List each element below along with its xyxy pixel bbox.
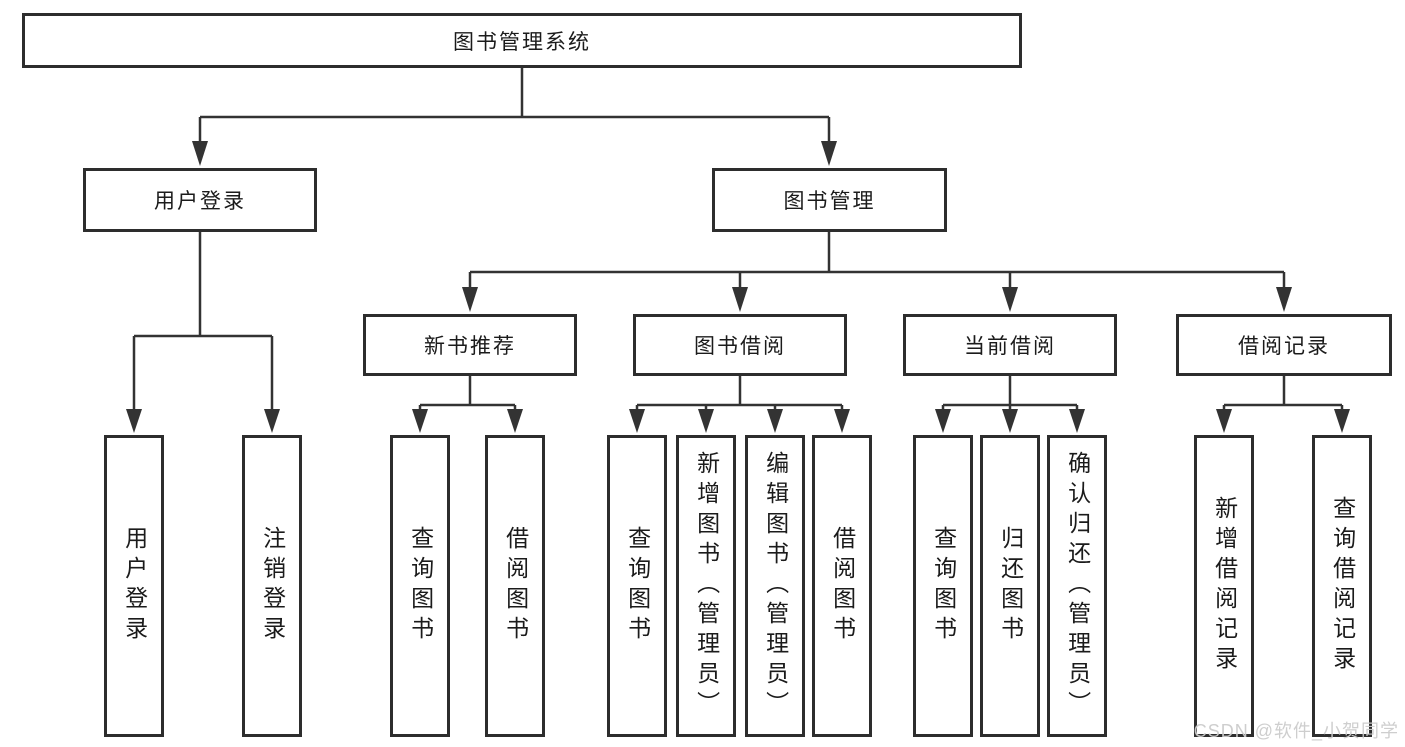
node-root-label: 图书管理系统 — [453, 30, 591, 54]
connector-root — [192, 68, 837, 166]
connector-user-login — [126, 232, 280, 433]
watermark: CSDN @软件_小贺同学 — [1193, 721, 1399, 741]
node-borrow-records: 借阅记录 — [1176, 314, 1392, 376]
node-current-borrow-label: 当前借阅 — [964, 335, 1056, 358]
connector-current-borrow — [935, 376, 1085, 433]
leaf-recommend-query-books: 查询图书 — [390, 435, 450, 737]
leaf-current-query-books: 查询图书 — [913, 435, 973, 737]
leaf-logout: 注销登录 — [242, 435, 302, 737]
leaf-confirm-return-admin: 确认归还（管理员） — [1047, 435, 1107, 737]
leaf-recommend-borrow-books: 借阅图书 — [485, 435, 545, 737]
connector-book-borrow — [629, 376, 850, 433]
connector-new-book-recommend — [412, 376, 523, 433]
node-user-login: 用户登录 — [83, 168, 317, 232]
node-user-login-label: 用户登录 — [154, 190, 246, 213]
node-book-borrow: 图书借阅 — [633, 314, 847, 376]
leaf-add-book-admin: 新增图书（管理员） — [676, 435, 736, 737]
node-current-borrow: 当前借阅 — [903, 314, 1117, 376]
node-new-book-recommend-label: 新书推荐 — [424, 335, 516, 358]
connector-book-management — [462, 232, 1292, 312]
node-borrow-records-label: 借阅记录 — [1238, 335, 1330, 358]
connector-borrow-records — [1216, 376, 1350, 433]
leaf-borrow-borrow-books: 借阅图书 — [812, 435, 872, 737]
leaf-add-borrow-record: 新增借阅记录 — [1194, 435, 1254, 737]
leaf-query-borrow-record: 查询借阅记录 — [1312, 435, 1372, 737]
node-book-borrow-label: 图书借阅 — [694, 335, 786, 358]
leaf-borrow-query-books: 查询图书 — [607, 435, 667, 737]
leaf-return-book: 归还图书 — [980, 435, 1040, 737]
node-book-management: 图书管理 — [712, 168, 947, 232]
node-root: 图书管理系统 — [22, 13, 1022, 68]
leaf-user-login: 用户登录 — [104, 435, 164, 737]
leaf-edit-book-admin: 编辑图书（管理员） — [745, 435, 805, 737]
node-book-management-label: 图书管理 — [783, 190, 876, 213]
node-new-book-recommend: 新书推荐 — [363, 314, 577, 376]
